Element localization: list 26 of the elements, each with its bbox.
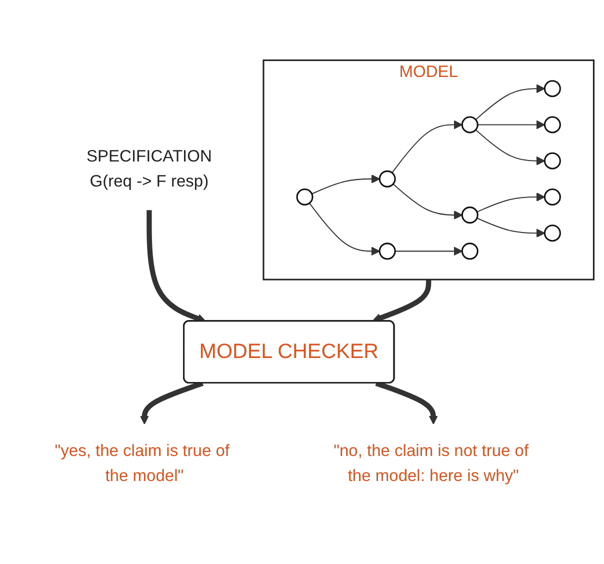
node-circle — [544, 188, 561, 206]
node-circle — [378, 242, 396, 260]
node-circle — [461, 242, 478, 260]
node-text: SPECIFICATION G(req -> F resp) — [86, 148, 212, 190]
node-circle — [544, 116, 561, 133]
node-circle — [544, 152, 561, 169]
node-circle — [378, 170, 396, 188]
arrow — [478, 120, 546, 129]
arrow — [476, 217, 546, 238]
node-text: "no, the claim is not true of the model: here is why" — [334, 442, 529, 485]
node-circle — [461, 116, 478, 133]
arrow — [312, 174, 380, 194]
arrow — [476, 192, 546, 212]
arrow — [475, 129, 546, 166]
arrow — [392, 183, 463, 220]
arrow — [475, 84, 546, 120]
cluster: MODEL — [262, 59, 594, 280]
arrow — [392, 120, 463, 173]
node-circle — [544, 224, 561, 242]
arrow — [372, 279, 432, 322]
arrow — [395, 246, 463, 256]
node-circle — [296, 188, 314, 206]
node-text: "yes, the claim is true of the model" — [54, 442, 230, 485]
arrow — [309, 202, 380, 256]
node-circle — [461, 206, 478, 224]
node-circle — [544, 80, 561, 97]
